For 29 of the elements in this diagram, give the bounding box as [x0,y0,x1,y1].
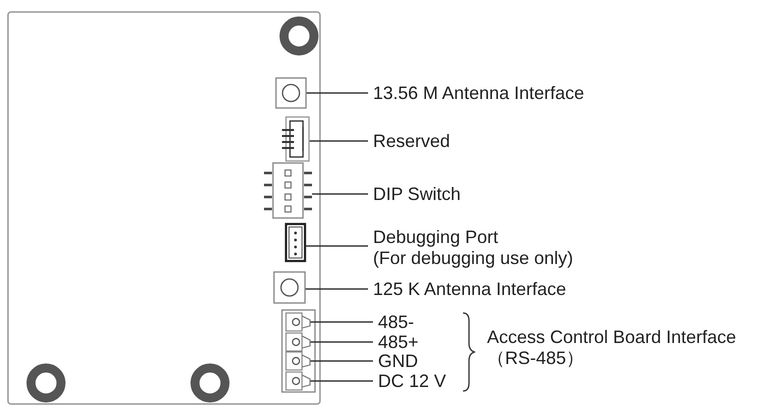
part-label: 13.56 M Antenna Interface [373,82,584,104]
part-label: Reserved [373,130,450,152]
pin-header [284,222,306,262]
terminal-slot [285,332,311,352]
leader-line [310,341,373,343]
pin-label: DC 12 V [378,370,446,392]
leader-line [306,92,368,94]
connector [282,116,310,162]
leader-line [309,140,368,142]
leader-line [310,380,373,382]
antenna-pad [275,77,307,109]
pin-label: 485- [378,312,414,332]
part-label: Debugging Port [373,226,500,248]
pin-label: GND [378,350,418,372]
part-label: 125 K Antenna Interface [373,278,566,300]
dip-switch [264,162,312,219]
leader-line [310,321,373,323]
leader-line [305,245,368,247]
leader-line [305,288,368,290]
terminal-slot [285,351,311,371]
terminal-slot [285,371,311,391]
note-text: (For debugging use only) [373,248,574,268]
pin-label: 485+ [378,332,419,352]
leader-line [312,193,368,195]
antenna-pad [273,271,306,304]
leader-line [310,360,373,362]
part-label: DIP Switch [373,184,461,204]
terminal-slot [285,312,311,332]
group-label: Access Control Board Interface （RS-485） [487,326,738,368]
